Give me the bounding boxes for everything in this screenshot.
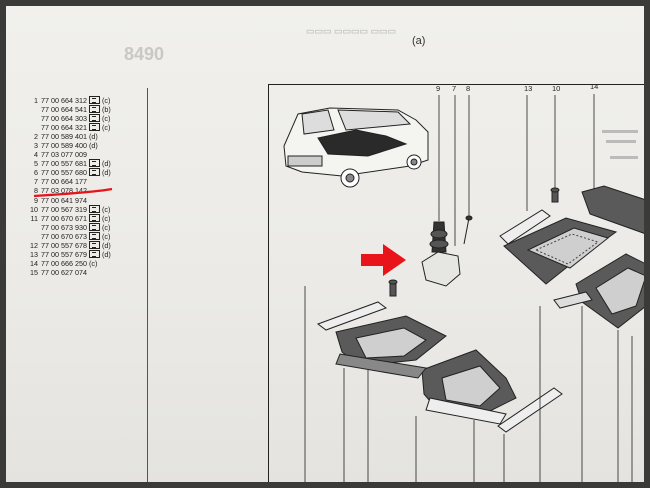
arrow-icon [361, 244, 406, 276]
callout-14: 14 [590, 82, 599, 91]
callout-9: 9 [436, 84, 441, 93]
sheet-label: (a) [412, 35, 426, 47]
parts-row: 77 00 664 321(c) [41, 123, 111, 133]
clip-icon [388, 279, 398, 297]
front-floor-mat [316, 301, 563, 433]
diagram-frame [268, 84, 644, 482]
trim-strip [499, 209, 551, 245]
parts-row: 77 00 664 541(b) [41, 105, 111, 115]
callout-8: 8 [466, 84, 471, 93]
highlight-underline [33, 187, 113, 198]
screw-icon [463, 215, 473, 245]
parts-row: 77 00 673 930(c) [41, 222, 111, 232]
exploded-view-drawing [33, 94, 644, 482]
bracket-part [421, 221, 461, 287]
callout-10: 10 [552, 84, 561, 93]
faint-right-notes [602, 130, 638, 159]
faint-bleed-through: ▭▭▭ ▭▭▭▭ ▭▭▭ [306, 26, 397, 36]
rear-floor-mat [503, 185, 644, 329]
leader-lines [438, 94, 595, 246]
margin-line [147, 88, 148, 482]
car-icon [283, 107, 429, 188]
callout-7: 7 [452, 84, 457, 93]
parts-row: 77 00 664 303(c) [41, 114, 111, 124]
lower-leader-lines [304, 286, 633, 482]
clip-icon [550, 187, 560, 203]
parts-row: 77 00 670 673(c) [41, 231, 111, 241]
faint-page-number: 8490 [124, 44, 165, 64]
callout-13: 13 [524, 84, 533, 93]
